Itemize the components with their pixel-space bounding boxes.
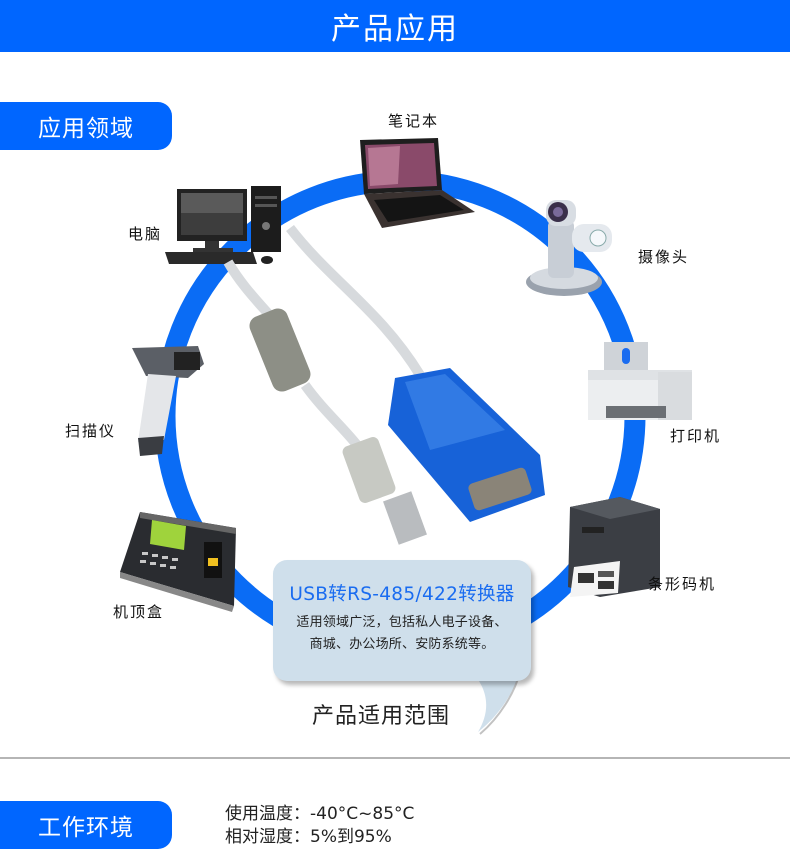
page-title: 产品应用: [331, 12, 459, 47]
humidity-value: 5%到95%: [310, 827, 392, 847]
printer-icon: [588, 342, 692, 420]
camera-icon: [526, 200, 612, 296]
barcode-printer-icon: [568, 497, 660, 597]
temperature-label: 使用温度：: [225, 804, 310, 824]
device-label-barcode-printer: 条形码机: [648, 575, 717, 593]
device-label-camera: 摄像头: [638, 248, 690, 266]
application-ring-diagram: [120, 138, 692, 662]
device-label-computer: 电脑: [128, 225, 163, 243]
product-description: 适用领域广泛，包括私人电子设备、 商城、办公场所、安防系统等。: [273, 612, 531, 656]
laptop-icon: [360, 138, 475, 228]
barcode-scanner-icon: [132, 346, 204, 456]
temperature-value: -40°C~85°C: [310, 804, 415, 824]
humidity-spec: 相对湿度：5%到95%: [225, 826, 414, 849]
page-header: 产品应用: [0, 0, 790, 52]
device-label-laptop: 笔记本: [388, 112, 440, 130]
product-name: USB转RS-485/422转换器: [289, 584, 515, 605]
section-environment-label: 工作环境: [38, 815, 134, 841]
section-environment-tag: 工作环境: [0, 801, 172, 849]
environment-specs: 使用温度：-40°C~85°C 相对湿度：5%到95%: [225, 803, 414, 849]
section-application-label: 应用领域: [38, 116, 134, 142]
humidity-label: 相对湿度：: [225, 827, 310, 847]
product-scope-caption: 产品适用范围: [312, 704, 451, 729]
section-divider: [0, 757, 790, 759]
device-label-printer: 打印机: [670, 427, 722, 445]
terminal-keypad-icon: [120, 512, 236, 612]
device-label-set-top-box: 机顶盒: [113, 603, 165, 621]
device-label-scanner: 扫描仪: [65, 422, 117, 440]
product-description-line1: 适用领域广泛，包括私人电子设备、: [296, 615, 508, 630]
product-description-line2: 商城、办公场所、安防系统等。: [309, 637, 495, 652]
section-application-tag: 应用领域: [0, 102, 172, 150]
temperature-spec: 使用温度：-40°C~85°C: [225, 803, 414, 826]
usb-serial-adapter-icon: [223, 224, 545, 545]
desktop-computer-icon: [165, 186, 281, 264]
product-info-bubble: USB转RS-485/422转换器 适用领域广泛，包括私人电子设备、 商城、办公…: [273, 560, 531, 681]
